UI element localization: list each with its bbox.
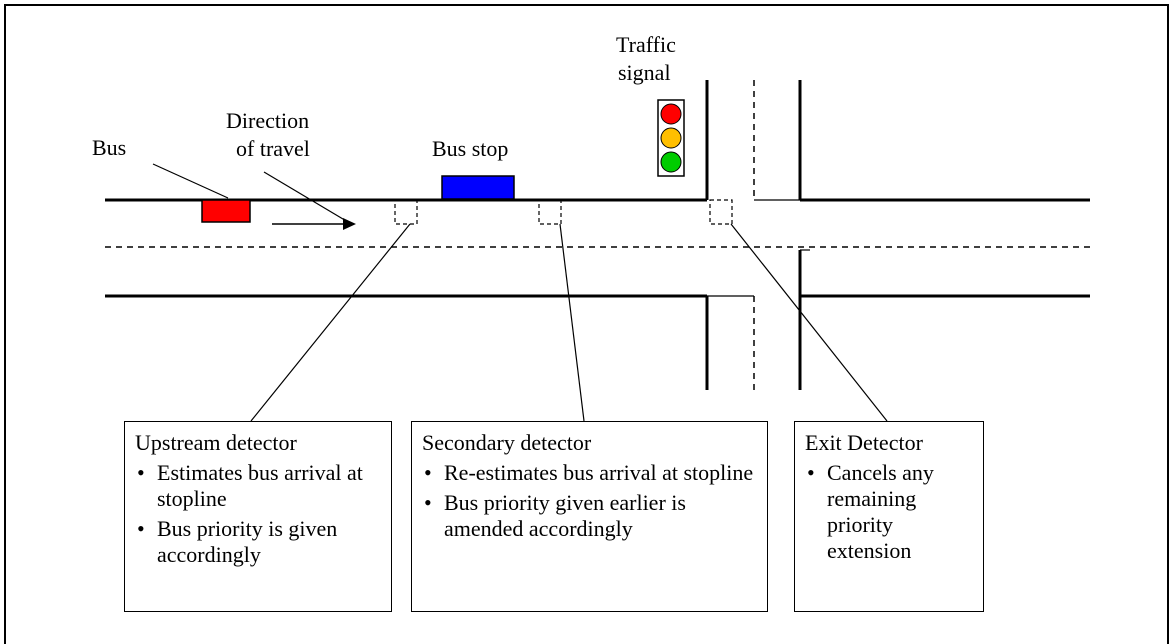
traffic-signal-label-line2: signal xyxy=(618,60,671,85)
secondary-detector-point: Re-estimates bus arrival at stopline xyxy=(422,460,757,486)
bus-stop-label: Bus stop xyxy=(432,136,509,161)
secondary-detector-box: Secondary detector Re-estimates bus arri… xyxy=(411,421,768,612)
traffic-signal-label-line1: Traffic xyxy=(616,32,676,57)
upstream-detector-box: Upstream detector Estimates bus arrival … xyxy=(124,421,392,612)
exit-detector-loop xyxy=(709,199,733,225)
secondary-callout-line xyxy=(559,223,585,422)
upstream-detector-point: Estimates bus arrival at stopline xyxy=(135,460,381,512)
road-layout xyxy=(105,80,1090,422)
signal-green-light xyxy=(660,151,682,173)
signal-red-light xyxy=(660,103,682,125)
exit-detector-box: Exit Detector Cancels any remaining prio… xyxy=(794,421,984,612)
secondary-detector-loop xyxy=(538,199,562,225)
bus-vehicle xyxy=(201,199,251,223)
upstream-callout-line xyxy=(250,223,411,422)
signal-amber-light xyxy=(660,127,682,149)
secondary-detector-title: Secondary detector xyxy=(422,430,592,455)
exit-detector-title: Exit Detector xyxy=(805,430,923,455)
direction-leader-line xyxy=(263,171,349,223)
bus-label: Bus xyxy=(92,135,127,160)
upstream-detector-point: Bus priority is given accordingly xyxy=(135,516,381,568)
direction-label-line1: Direction xyxy=(226,108,310,133)
exit-callout-line xyxy=(730,223,888,422)
direction-label-line2: of travel xyxy=(236,136,310,161)
secondary-detector-point: Bus priority given earlier is amended ac… xyxy=(422,490,757,542)
upstream-detector-title: Upstream detector xyxy=(135,430,297,455)
upstream-detector-loop xyxy=(394,199,418,225)
diagram-frame xyxy=(4,4,1169,644)
exit-detector-point: Cancels any remaining priority extension xyxy=(805,460,973,564)
bus-stop-shelter xyxy=(441,175,515,200)
bus-leader-line xyxy=(152,163,229,199)
